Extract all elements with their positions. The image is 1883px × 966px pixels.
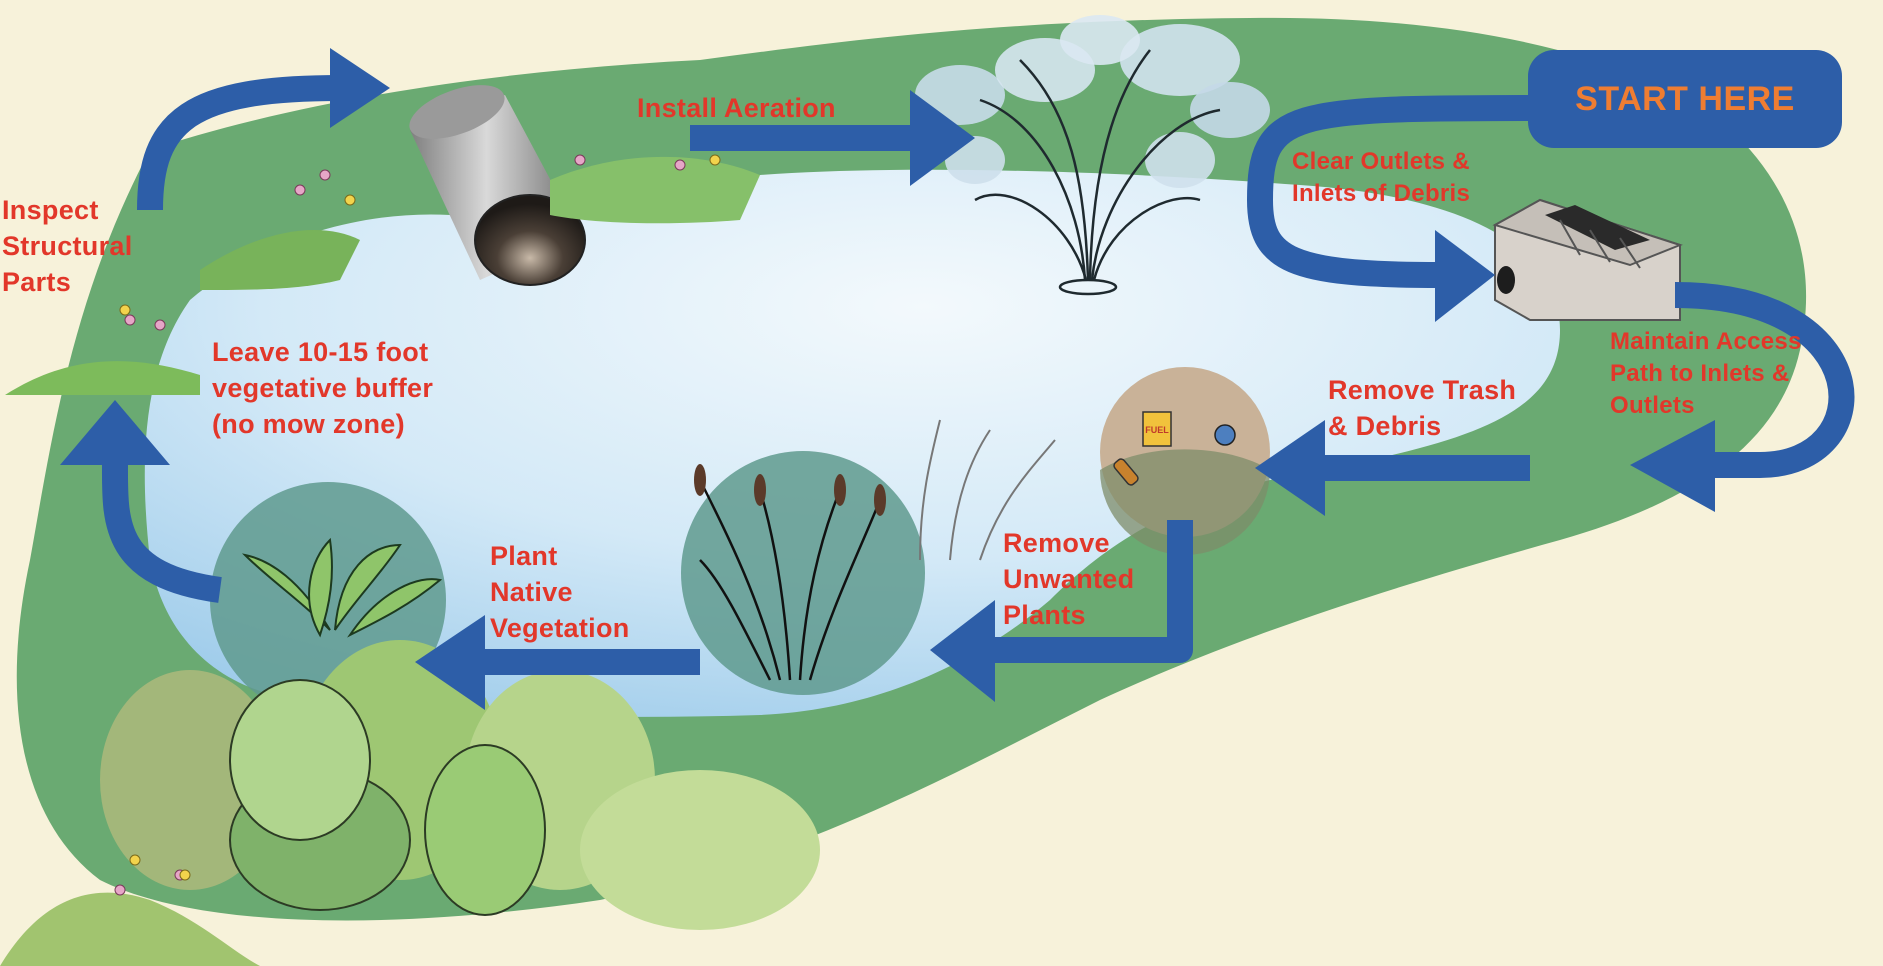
step-line: & Debris [1328,408,1516,444]
start-here-label: START HERE [1575,80,1795,119]
step-remove-trash: Remove Trash & Debris [1328,372,1516,444]
step-line: Install Aeration [637,90,836,126]
step-line: (no mow zone) [212,406,433,442]
step-clear-outlets: Clear Outlets & Inlets of Debris [1292,146,1470,210]
step-line: Plants [1003,597,1134,633]
step-line: Inlets of Debris [1292,178,1470,210]
trash-fuel-label: FUEL [1145,425,1169,435]
step-line: Maintain Access [1610,326,1802,358]
start-here-badge: START HERE [1528,50,1842,148]
step-line: Native [490,574,630,610]
step-line: Structural [2,228,133,264]
step-plant-native: Plant Native Vegetation [490,538,630,646]
step-inspect-structural: Inspect Structural Parts [2,192,133,300]
step-leave-buffer: Leave 10-15 foot vegetative buffer (no m… [212,334,433,442]
step-line: Path to Inlets & [1610,358,1802,390]
step-maintain-access: Maintain Access Path to Inlets & Outlets [1610,326,1802,422]
step-line: Clear Outlets & [1292,146,1470,178]
step-line: Remove [1003,525,1134,561]
step-line: Unwanted [1003,561,1134,597]
step-line: Vegetation [490,610,630,646]
step-line: Outlets [1610,390,1802,422]
step-line: vegetative buffer [212,370,433,406]
step-line: Inspect [2,192,133,228]
step-line: Leave 10-15 foot [212,334,433,370]
step-line: Remove Trash [1328,372,1516,408]
step-line: Parts [2,264,133,300]
step-install-aeration: Install Aeration [637,90,836,126]
step-line: Plant [490,538,630,574]
step-remove-plants: Remove Unwanted Plants [1003,525,1134,633]
